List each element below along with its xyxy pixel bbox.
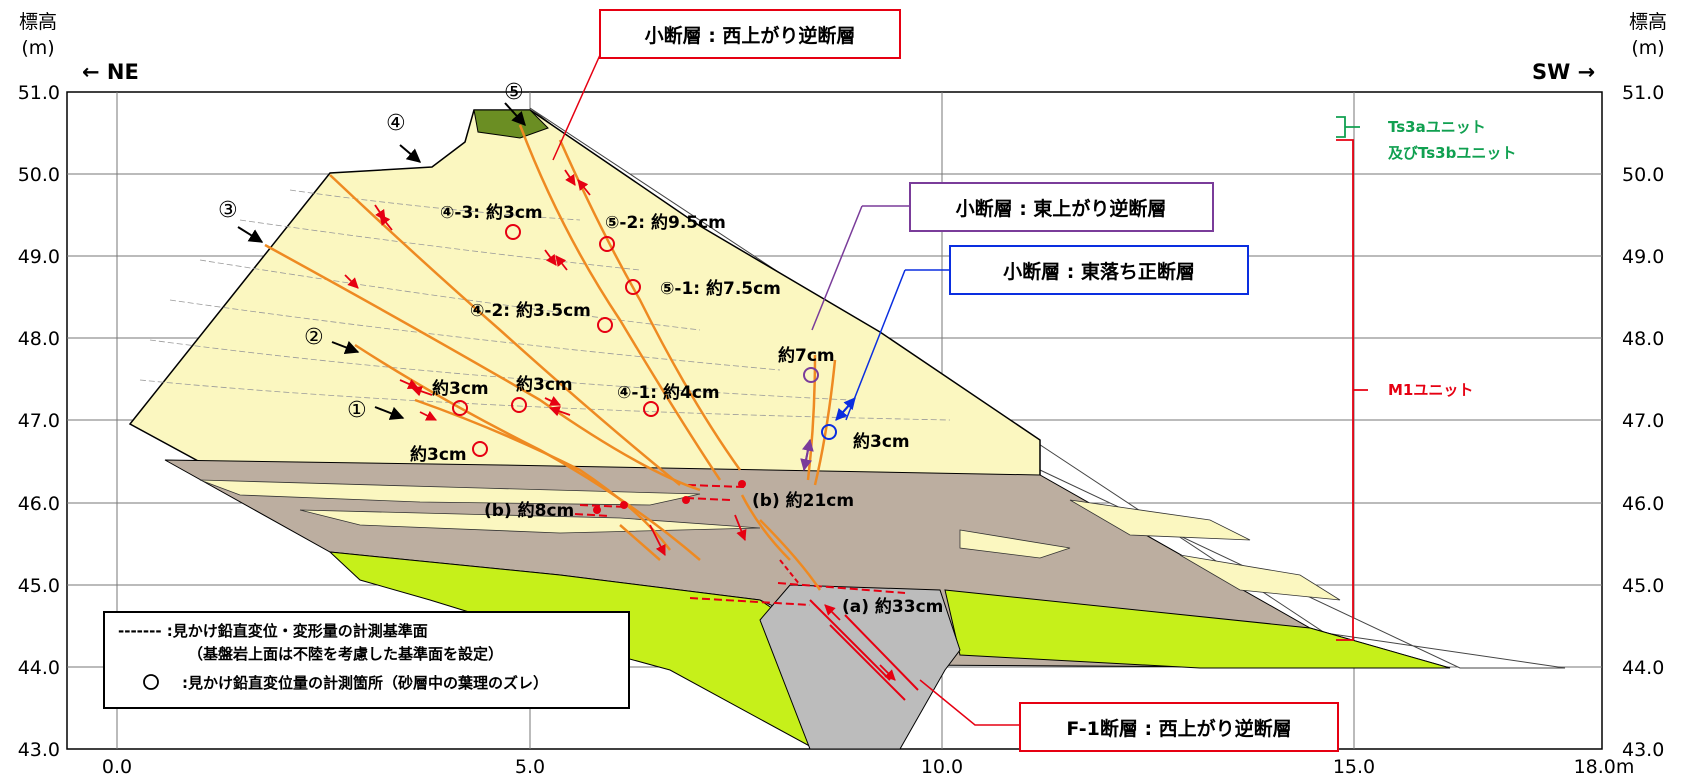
y-title-left-1: 標高 — [19, 11, 57, 33]
svg-text:0.0: 0.0 — [102, 756, 132, 777]
svg-text:49.0: 49.0 — [1622, 246, 1664, 268]
m1-bracket — [1336, 139, 1368, 641]
svg-text:45.0: 45.0 — [18, 575, 60, 597]
svg-text:約3cm: 約3cm — [516, 374, 573, 395]
svg-text:⑤-1: 約7.5cm: ⑤-1: 約7.5cm — [660, 278, 781, 299]
bedding-lines — [139, 189, 951, 421]
leader-east-down-2 — [845, 269, 906, 421]
fault-number-labels: ① ② ③ ④ ⑤ — [218, 80, 524, 423]
svg-text::見かけ鉛直変位量の計測箇所（砂層中の葉理のズレ）: :見かけ鉛直変位量の計測箇所（砂層中の葉理のズレ） — [182, 674, 548, 692]
x-ticks: 0.0 5.0 10.0 15.0 18.0m — [102, 756, 1635, 778]
leader-east-up-2 — [811, 205, 863, 331]
y-ticks-left: 51.0 50.0 49.0 48.0 47.0 46.0 45.0 44.0 … — [18, 82, 60, 761]
svg-text:(a) 約33cm: (a) 約33cm — [842, 596, 943, 617]
callout-east-down-normal: 小断層 : 東落ち正断層 — [949, 245, 1249, 295]
callout-west-up-reverse: 小断層 : 西上がり逆断層 — [599, 9, 901, 59]
svg-text:(b) 約21cm: (b) 約21cm — [752, 490, 854, 511]
svg-text:約7cm: 約7cm — [778, 345, 835, 366]
svg-text:F-1断層 : 西上がり逆断層: F-1断層 : 西上がり逆断層 — [1066, 717, 1291, 740]
fault-pointer-arrows — [237, 102, 526, 420]
ts3-unit-label-1: Ts3aユニット — [1388, 118, 1486, 136]
svg-text:43.0: 43.0 — [1622, 739, 1664, 761]
direction-ne: ← NE — [82, 60, 139, 84]
svg-text:48.0: 48.0 — [1622, 328, 1664, 350]
svg-text:50.0: 50.0 — [1622, 164, 1664, 186]
svg-text:46.0: 46.0 — [18, 493, 60, 515]
top-soil — [473, 109, 549, 139]
svg-text:④-3: 約3cm: ④-3: 約3cm — [440, 202, 543, 223]
svg-text:15.0: 15.0 — [1333, 756, 1375, 777]
svg-text:47.0: 47.0 — [18, 410, 60, 432]
y-title-left-2: (m) — [21, 37, 54, 59]
svg-text:④-1: 約4cm: ④-1: 約4cm — [617, 382, 720, 403]
svg-text:47.0: 47.0 — [1622, 410, 1664, 432]
f1-fault-traces — [779, 559, 919, 701]
ts3-bracket — [1336, 116, 1360, 138]
svg-text:約3cm: 約3cm — [410, 444, 467, 465]
purple-arrow-down — [800, 449, 813, 472]
svg-text:48.0: 48.0 — [18, 328, 60, 350]
y-title-right-2: (m) — [1631, 37, 1664, 59]
ts3-unit-label-2: 及びTs3bユニット — [1388, 144, 1516, 162]
svg-text:51.0: 51.0 — [18, 82, 60, 104]
displacement-labels: ④-3: 約3cm ⑤-2: 約9.5cm ⑤-1: 約7.5cm ④-2: 約… — [410, 202, 943, 617]
fault-zone — [759, 584, 961, 749]
svg-text:②: ② — [304, 325, 324, 350]
movement-arrows — [344, 169, 896, 681]
svg-text:44.0: 44.0 — [18, 657, 60, 679]
callout-f1-fault: F-1断層 : 西上がり逆断層 — [1019, 702, 1339, 752]
svg-text:44.0: 44.0 — [1622, 657, 1664, 679]
measurement-reference-lines — [574, 484, 906, 606]
svg-text:46.0: 46.0 — [1622, 493, 1664, 515]
legend: ------- :見かけ鉛直変位・変形量の計測基準面 （基盤岩上面は不陸を考慮し… — [103, 611, 630, 709]
svg-text:④-2: 約3.5cm: ④-2: 約3.5cm — [470, 300, 591, 321]
svg-text:5.0: 5.0 — [515, 756, 545, 777]
y-ticks-right: 51.0 50.0 49.0 48.0 47.0 46.0 45.0 44.0 … — [1622, 82, 1664, 761]
sand-lenses — [199, 479, 1341, 601]
y-title-right-1: 標高 — [1629, 11, 1667, 33]
blue-arrow-2 — [835, 401, 853, 421]
direction-sw: SW → — [1532, 60, 1595, 84]
svg-text:約3cm: 約3cm — [853, 431, 910, 452]
fault-traces — [264, 124, 837, 591]
svg-text:49.0: 49.0 — [18, 246, 60, 268]
svg-text:18.0m: 18.0m — [1574, 756, 1635, 777]
leader-f1 — [919, 679, 1020, 726]
svg-text:51.0: 51.0 — [1622, 82, 1664, 104]
svg-text:小断層 : 東落ち正断層: 小断層 : 東落ち正断層 — [1003, 260, 1195, 283]
svg-text:10.0: 10.0 — [921, 756, 963, 777]
svg-text:------- :見かけ鉛直変位・変形量の計測基準面: ------- :見かけ鉛直変位・変形量の計測基準面 — [118, 622, 428, 640]
svg-text:⑤-2: 約9.5cm: ⑤-2: 約9.5cm — [605, 212, 726, 233]
measurement-points — [593, 480, 746, 514]
svg-text:小断層 : 東上がり逆断層: 小断層 : 東上がり逆断層 — [956, 197, 1167, 220]
svg-text:①: ① — [347, 398, 367, 423]
svg-text:④: ④ — [386, 111, 406, 136]
svg-text:45.0: 45.0 — [1622, 575, 1664, 597]
m1-unit-label: M1ユニット — [1388, 381, 1473, 399]
svg-text:（基盤岩上面は不陸を考慮した基準面を設定）: （基盤岩上面は不陸を考慮した基準面を設定） — [188, 645, 503, 663]
leader-west-up — [552, 54, 601, 161]
svg-text:小断層 : 西上がり逆断層: 小断層 : 西上がり逆断層 — [645, 24, 856, 47]
callout-east-up-reverse: 小断層 : 東上がり逆断層 — [909, 182, 1214, 232]
svg-text:50.0: 50.0 — [18, 164, 60, 186]
measurement-circles — [452, 224, 837, 457]
svg-text:⑤: ⑤ — [504, 80, 524, 105]
svg-text:43.0: 43.0 — [18, 739, 60, 761]
svg-text:(b) 約8cm: (b) 約8cm — [484, 500, 574, 521]
svg-text:約3cm: 約3cm — [432, 378, 489, 399]
svg-text:③: ③ — [218, 198, 238, 223]
